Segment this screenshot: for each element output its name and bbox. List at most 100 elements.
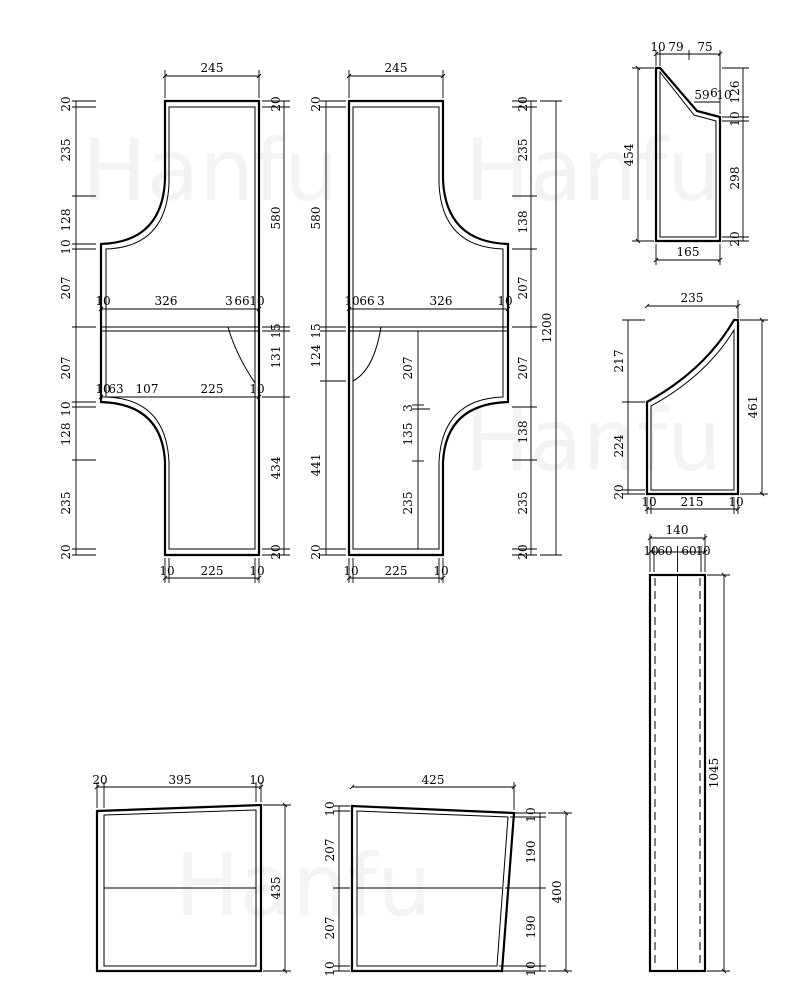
back-right-dim-6: 235 <box>516 492 530 515</box>
front-waist-dim-0: 10 <box>95 294 110 308</box>
gusset-piece-outline <box>645 318 740 496</box>
back-right-dim-3: 207 <box>516 277 530 300</box>
watermarks: Hanfu Hanfu Hanfu Hanfu <box>82 121 722 936</box>
collar-height: 454 <box>622 143 636 166</box>
panel-b-right-dim-1: 190 <box>524 841 538 864</box>
back-inner-dim-0: 207 <box>401 357 415 380</box>
back-left-dim-4: 441 <box>309 454 323 477</box>
front-waist-dim-2: 3 <box>225 294 233 308</box>
band-sub-dim-3: 10 <box>695 544 710 558</box>
gusset-top-width: 235 <box>681 291 704 305</box>
gusset-bottom-dim-0: 10 <box>641 495 656 509</box>
watermark-4: Hanfu <box>175 836 432 936</box>
front-left-dim-0: 20 <box>59 96 73 111</box>
panel-a: 20 395 10 435 <box>92 773 291 974</box>
back-bottom-dim-1: 225 <box>385 564 408 578</box>
watermark-3: Hanfu <box>465 391 722 491</box>
front-waist-dim-1: 326 <box>155 294 178 308</box>
panel-a-top-dim-0: 20 <box>92 773 107 787</box>
back-piece-outline <box>347 99 510 557</box>
panel-b-left-dim-0: 10 <box>323 801 337 816</box>
collar-piece-outline <box>654 66 722 243</box>
collar-top-dim-0: 10 <box>650 40 665 54</box>
gusset-height: 461 <box>746 396 760 419</box>
back-waist-dim-1: 66 <box>359 294 374 308</box>
gusset-left-dim-0: 217 <box>612 350 626 373</box>
collar-piece: 10 79 75 59 6 10 454 126 10 298 20 165 <box>622 40 749 265</box>
panel-b-right-dim-0: 10 <box>524 807 538 822</box>
panel-b-left-dim-1: 207 <box>323 839 337 862</box>
collar-right-dim-0: 126 <box>728 81 742 104</box>
front-left-dim-4: 207 <box>59 277 73 300</box>
front-lower-dim-2: 107 <box>136 382 159 396</box>
front-piece: 245 20 235 128 10 207 207 10 128 235 20 … <box>59 61 290 583</box>
back-right-dim-0: 20 <box>516 96 530 111</box>
back-inner-dim-3: 235 <box>401 492 415 515</box>
front-lower-dim-0: 10 <box>95 382 110 396</box>
band-length: 1045 <box>707 758 721 789</box>
band-sub-dim-2: 60 <box>681 544 696 558</box>
panel-b: 425 10 207 207 10 10 190 190 10 400 <box>323 773 572 977</box>
panel-a-height: 435 <box>269 877 283 900</box>
front-bottom-dim-1: 225 <box>201 564 224 578</box>
watermark-2: Hanfu <box>465 121 722 221</box>
back-inner-dim-2: 135 <box>401 423 415 446</box>
collar-mid-dim-0: 59 <box>694 88 709 102</box>
gusset-left-dim-1: 224 <box>612 434 626 457</box>
panel-a-inner <box>103 809 257 967</box>
back-left-dim-5: 20 <box>309 544 323 559</box>
collar-right-dim-1: 10 <box>728 111 742 126</box>
gusset-left-dim-2: 20 <box>612 484 626 499</box>
back-right-dim-1: 235 <box>516 139 530 162</box>
back-waist-dim-2: 3 <box>377 294 385 308</box>
back-waist-dim-3: 326 <box>430 294 453 308</box>
panel-b-height: 400 <box>550 881 564 904</box>
front-right-dim-1: 580 <box>269 207 283 230</box>
back-piece-inner <box>352 106 504 550</box>
back-right-dim-5: 138 <box>516 421 530 444</box>
panel-b-right-dim-2: 190 <box>524 916 538 939</box>
watermark-1: Hanfu <box>82 121 339 221</box>
back-bottom-dim-0: 10 <box>343 564 358 578</box>
back-right-dim-4: 207 <box>516 357 530 380</box>
front-bottom-dim-2: 10 <box>249 564 264 578</box>
front-left-dim-5: 207 <box>59 357 73 380</box>
band-sub-dim-1: 60 <box>657 544 672 558</box>
gusset-bottom-dim-2: 10 <box>728 495 743 509</box>
back-left-dim-0: 20 <box>309 96 323 111</box>
panel-b-left-dim-3: 10 <box>323 961 337 976</box>
collar-right-dim-2: 298 <box>728 167 742 190</box>
front-left-dim-6: 10 <box>59 401 73 416</box>
panel-b-right-dim-3: 10 <box>524 961 538 976</box>
band-piece: 140 10 60 60 10 1045 <box>643 523 730 974</box>
front-left-dim-7: 128 <box>59 423 73 446</box>
front-lower-dim-3: 225 <box>201 382 224 396</box>
front-bottom-dim-0: 10 <box>159 564 174 578</box>
band-sub-dim-0: 10 <box>643 544 658 558</box>
front-right-dim-5: 20 <box>269 544 283 559</box>
front-left-dim-8: 235 <box>59 492 73 515</box>
front-piece-outline <box>99 99 261 557</box>
back-left-dim-2: 15 <box>309 323 323 338</box>
panel-b-inner <box>356 810 509 967</box>
collar-width: 165 <box>677 245 700 259</box>
gusset-bottom-dim-1: 215 <box>681 495 704 509</box>
back-right-dim-7: 20 <box>516 544 530 559</box>
front-crotch-curve <box>227 326 256 384</box>
front-top-width: 245 <box>201 61 224 75</box>
front-left-dim-2: 128 <box>59 209 73 232</box>
front-left-dim-1: 235 <box>59 139 73 162</box>
front-left-dim-3: 10 <box>59 239 73 254</box>
back-piece: 245 20 580 15 124 441 20 20 235 138 207 … <box>309 61 562 583</box>
back-right-dim-2: 138 <box>516 211 530 234</box>
back-total-height: 1200 <box>540 313 554 344</box>
back-top-width: 245 <box>385 61 408 75</box>
panel-b-left-dim-2: 207 <box>323 917 337 940</box>
collar-top-dim-1: 79 <box>668 40 683 54</box>
collar-top-dim-2: 75 <box>697 40 712 54</box>
front-lower-dim-4: 10 <box>249 382 264 396</box>
collar-mid-dim-2: 10 <box>716 88 731 102</box>
panel-a-top-dim-2: 10 <box>249 773 264 787</box>
back-waist-dim-0: 10 <box>344 294 359 308</box>
front-lower-dim-1: 63 <box>108 382 123 396</box>
